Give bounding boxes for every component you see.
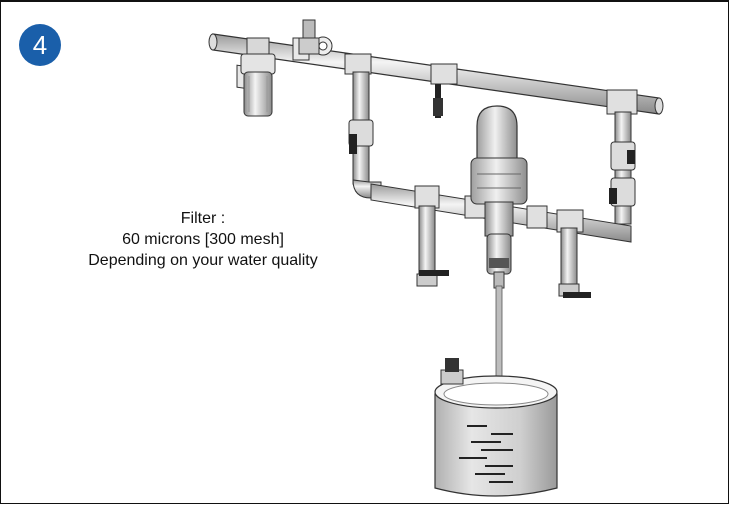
water-filter-icon — [240, 37, 276, 117]
pressure-regulator-icon — [298, 19, 333, 56]
caption-microns: 60 microns [300 mesh] — [122, 231, 284, 248]
step-number: 4 — [32, 29, 48, 60]
bypass-right-branch — [609, 111, 636, 225]
solution-tank-icon — [434, 358, 558, 497]
drain-valve-right-icon — [558, 227, 591, 298]
bypass-left-branch — [348, 71, 382, 199]
drain-valve-left-icon — [416, 205, 449, 287]
caption-water-quality: Depending on your water quality — [88, 252, 318, 269]
filter-caption: Filter : 60 microns [300 mesh] Depending… — [53, 208, 353, 271]
main-ball-valve-icon — [433, 84, 443, 118]
step-number-badge: 4 — [19, 24, 61, 66]
caption-title: Filter : — [180, 210, 226, 227]
dosing-pump-icon — [470, 105, 528, 289]
